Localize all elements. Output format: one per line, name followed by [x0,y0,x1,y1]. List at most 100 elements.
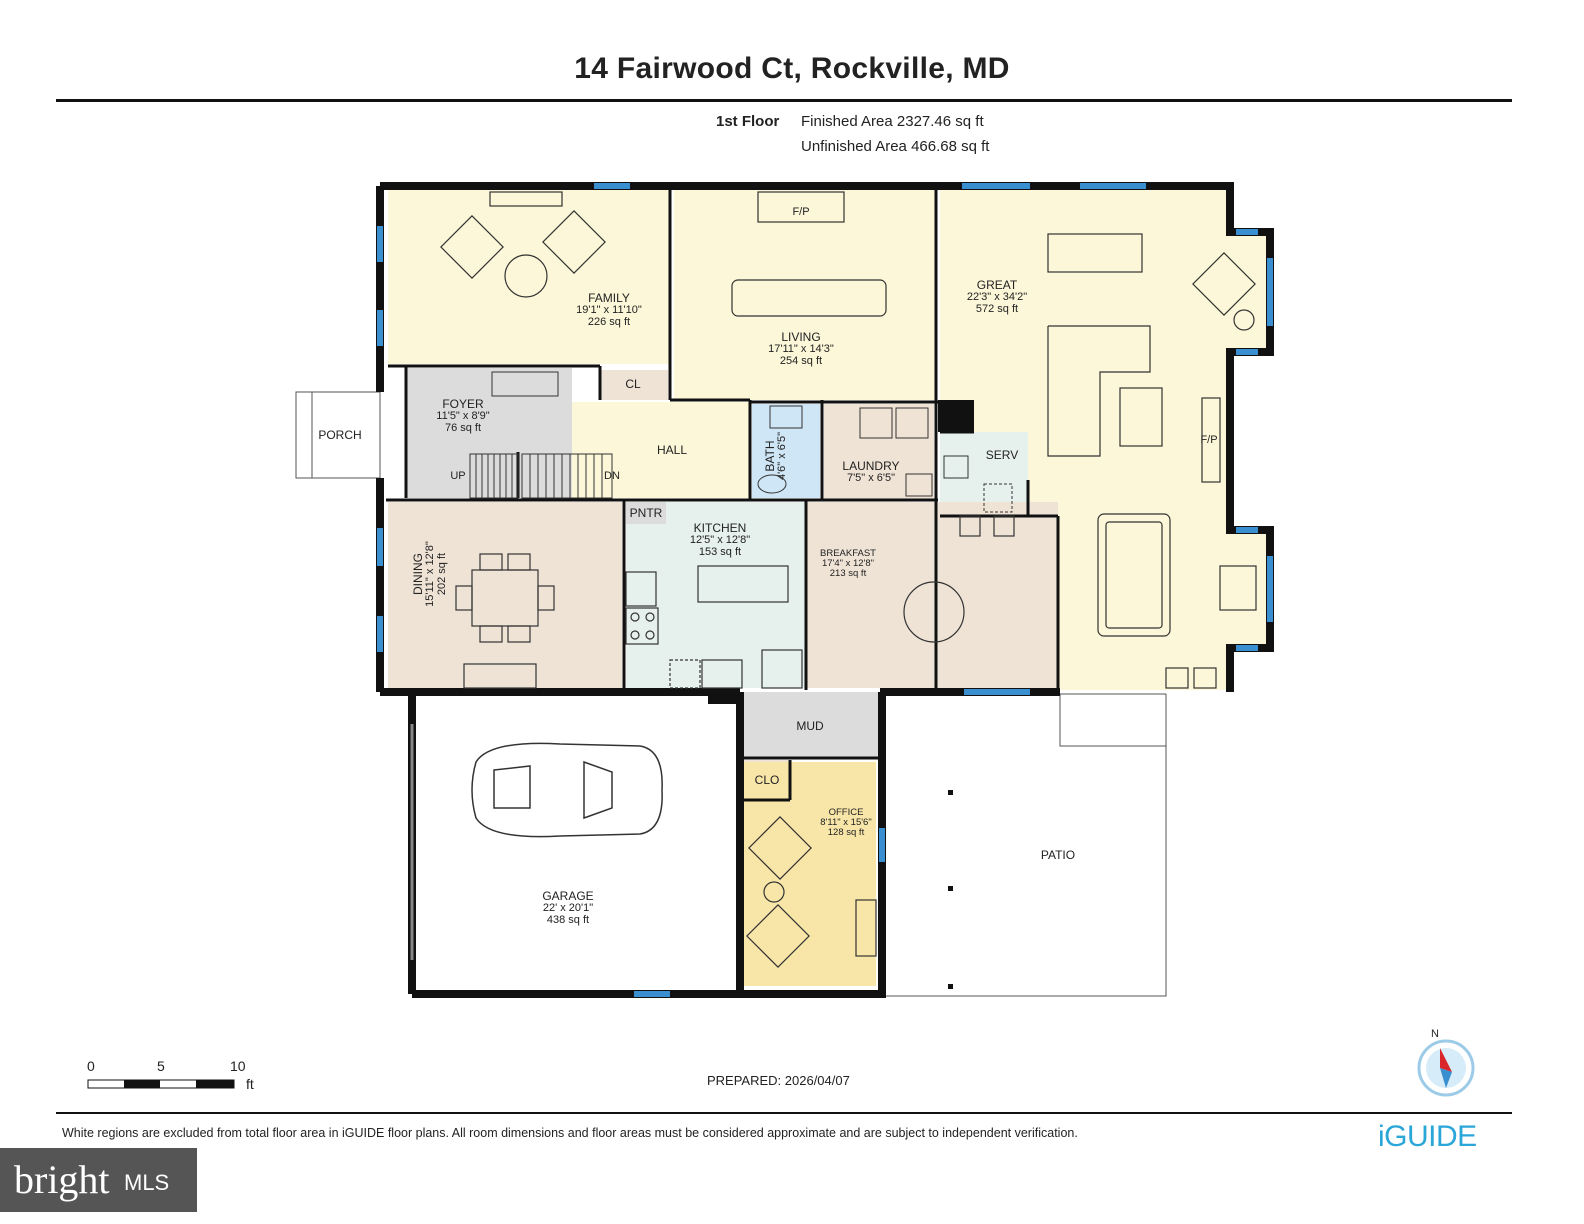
car-icon [471,742,663,838]
room-area: 153 sq ft [698,546,742,558]
scale-bar [87,1079,235,1089]
room-breakfast: BREAKFAST 17'4" x 12'8" 213 sq ft [808,549,888,579]
room-dims: 22'3" x 34'2" [966,291,1028,303]
wall-block [938,400,974,432]
room-name: BREAKFAST [820,548,876,559]
room-name: KITCHEN [693,521,747,535]
room-office: OFFICE 8'11" x 15'6" 128 sq ft [808,808,884,838]
stairs [469,371,613,499]
mud-fill [742,692,878,758]
iguide-logo: iGUIDE [1378,1120,1477,1153]
living-fill [674,190,936,400]
fireplace-label: F/P [792,206,810,218]
wall-block [708,688,740,704]
dining-fill [388,502,622,688]
disclaimer: White regions are excluded from total fl… [62,1126,1078,1140]
room-name: BATH [763,440,777,472]
room-name: HALL [656,443,688,457]
plan-title: 14 Fairwood Ct, Rockville, MD [574,52,1010,85]
breakfast-fill [806,502,1058,688]
porch-outline [295,391,381,479]
room-cl: CL [616,378,650,391]
room-name: FAMILY [588,291,630,305]
room-serv: SERV [980,449,1024,462]
great-furniture [1047,233,1257,689]
room-laundry: LAUNDRY 7'5" x 6'5" [826,460,916,484]
great-bay-bottom [1226,530,1268,648]
room-patio: PATIO [1030,849,1086,862]
room-dims: 4'6" x 6'5" [776,431,788,481]
room-porch: PORCH [312,429,368,442]
room-name: LAUNDRY [842,459,900,473]
room-name: PNTR [629,506,663,520]
room-name: SERV [985,448,1019,462]
dining-furniture [455,553,555,689]
unfinished-area: Unfinished Area 466.68 sq ft [801,138,990,155]
room-area: 254 sq ft [779,355,823,367]
room-hall: HALL [650,444,694,457]
room-area: 226 sq ft [587,316,631,328]
kitchen-furniture [625,565,803,689]
room-great: GREAT 22'3" x 34'2" 572 sq ft [952,279,1042,315]
room-area: 202 sq ft [436,552,448,596]
room-name: PORCH [318,428,362,442]
compass-icon [1417,1039,1475,1097]
room-bath: BATH 4'6" x 6'5" [763,426,788,486]
room-clo: CLO [748,774,786,787]
room-area: 128 sq ft [827,827,865,838]
bright-mls-logo: bright MLS [0,1148,197,1212]
cl-fill [600,370,668,400]
room-foyer: FOYER 11'5" x 8'9" 76 sq ft [418,398,508,434]
mls-wordmark: MLS [124,1170,170,1195]
family-furniture [440,191,606,298]
room-name: LIVING [781,330,821,344]
room-garage: GARAGE 22' x 20'1" 438 sq ft [522,890,614,926]
room-name: OFFICE [828,807,864,818]
fireplace-label: F/P [1200,434,1218,446]
family-fill [388,190,670,364]
room-dims: 15'11" x 12'8" [424,541,436,607]
fixtures [757,405,1013,513]
room-dims: 12'5" x 12'8" [689,534,751,546]
room-dims: 17'11" x 14'3" [768,343,834,355]
stairs-up-label: UP [450,470,466,482]
living-furniture [731,191,887,317]
scale-unit: ft [246,1076,254,1092]
finished-area: Finished Area 2327.46 sq ft [801,113,984,130]
room-name: DINING [411,553,425,595]
footer-rule [56,1112,1512,1114]
room-name: CL [625,377,641,391]
laundry-fill [824,404,934,500]
windows [377,183,1273,997]
room-dims: 7'5" x 6'5" [846,472,896,484]
prepared-date: PREPARED: 2026/04/07 [707,1073,850,1088]
room-living: LIVING 17'11" x 14'3" 254 sq ft [756,331,846,367]
room-pntr: PNTR [626,507,666,520]
room-area: 76 sq ft [444,422,482,434]
room-name: FOYER [442,397,484,411]
room-name: CLO [754,773,780,787]
bright-wordmark: bright [14,1157,110,1202]
breakfast-furniture [903,515,1015,643]
room-name: PATIO [1040,848,1076,862]
scale-tick-5: 5 [157,1058,165,1074]
room-name: GARAGE [542,889,594,903]
patio-posts [948,790,953,989]
room-dims: 19'1" x 11'10" [576,304,642,316]
floor-label: 1st Floor [716,113,780,130]
pntr-fill [626,502,666,524]
title-rule [56,99,1512,102]
room-area: 213 sq ft [829,568,867,579]
room-dining: DINING 15'11" x 12'8" 202 sq ft [411,529,448,619]
room-dims: 8'11" x 15'6" [820,817,872,828]
room-dims: 11'5" x 8'9" [436,410,490,422]
compass-north: N [1431,1028,1439,1040]
office-furniture [746,816,877,968]
patio-outline [882,693,1167,997]
room-dims: 22' x 20'1" [542,902,594,914]
room-area: 438 sq ft [546,914,590,926]
scale-tick-0: 0 [87,1058,95,1074]
room-area: 572 sq ft [975,303,1019,315]
room-dims: 17'4" x 12'8" [821,558,875,569]
